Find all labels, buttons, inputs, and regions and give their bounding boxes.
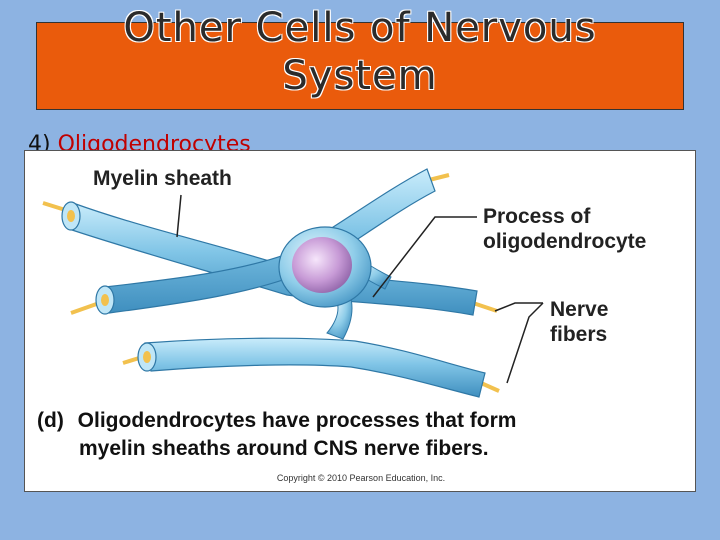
label-process-line1: Process of [483,205,591,228]
nucleus [292,237,352,293]
title-line-1: Other Cells of Nervous [123,5,597,51]
oligodendrocyte-diagram: Myelin sheath Process of oligodendrocyte… [37,167,646,483]
copyright-text: Copyright © 2010 Pearson Education, Inc. [277,473,445,483]
caption-prefix: (d) [37,409,64,432]
label-process-line2: oligodendrocyte [483,230,646,253]
caption-line-2: myelin sheaths around CNS nerve fibers. [79,437,489,460]
myelin-sheath-3 [137,337,486,398]
title-box [36,22,684,110]
title-line-2: System [282,53,438,99]
myelin-sheath-2 [95,168,436,315]
label-nerve-line1: Nerve [550,298,608,321]
oligodendrocyte-figure: Myelin sheath Process of oligodendrocyte… [24,150,696,492]
oligodendrocyte-cell-body [278,226,372,308]
leader-process [372,216,477,298]
leader-myelin [176,194,182,238]
myelin-sheath-1 [61,201,478,316]
slide-title: Other Cells of Nervous System [36,4,684,100]
leader-nerve-2 [506,302,544,384]
label-myelin-sheath: Myelin sheath [93,167,232,190]
leader-nerve-1 [494,302,543,312]
caption-text-1: Oligodendrocytes have processes that for… [78,409,517,432]
caption-line-1: (d) Oligodendrocytes have processes that… [37,409,516,432]
label-nerve-line2: fibers [550,323,607,346]
axon-bottom-right [480,381,500,393]
axon-middle-right [472,301,498,313]
